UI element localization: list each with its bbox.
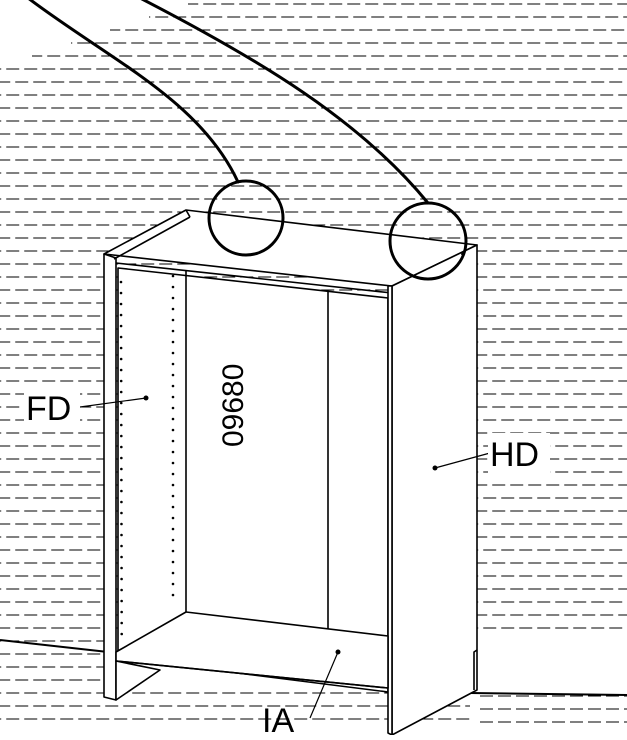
- pin-hole: [171, 274, 175, 278]
- pin-hole: [120, 445, 123, 449]
- pin-hole: [120, 533, 123, 537]
- label-dots: [143, 395, 438, 655]
- pin-hole: [171, 549, 175, 553]
- pin-hole: [120, 632, 124, 636]
- pin-hole: [120, 489, 123, 493]
- detail-circle-left: [207, 179, 285, 257]
- pin-hole: [171, 505, 175, 509]
- detail-leader-lines: [28, 0, 430, 205]
- bookcase-cabinet: [103, 209, 478, 736]
- pin-hole: [171, 285, 175, 289]
- pin-hole: [171, 571, 175, 575]
- pin-hole: [119, 390, 123, 394]
- pin-hole: [120, 555, 123, 559]
- pin-hole: [120, 610, 123, 614]
- pin-hole: [120, 577, 123, 581]
- pin-hole: [119, 280, 123, 284]
- pin-hole: [171, 296, 175, 300]
- pin-hole: [119, 423, 123, 427]
- pin-hole: [119, 357, 123, 361]
- pin-hole: [171, 340, 175, 344]
- pin-hole: [120, 599, 123, 603]
- label-fd: FD: [26, 390, 71, 428]
- bottom-shelf: [115, 611, 389, 689]
- pin-hole: [119, 412, 123, 416]
- pin-hole: [171, 527, 175, 531]
- right-side-panel: [391, 244, 478, 736]
- pin-hole: [171, 384, 175, 388]
- label-ia: IA: [262, 702, 294, 735]
- pin-hole: [171, 593, 175, 597]
- pin-hole: [171, 472, 175, 476]
- pin-hole: [171, 395, 175, 399]
- floor-line: [0, 639, 627, 696]
- pin-hole: [119, 335, 123, 339]
- pin-hole: [171, 318, 175, 322]
- pin-hole: [171, 406, 175, 410]
- label-leaders: [79, 397, 491, 719]
- detail-circle-right: [388, 201, 468, 281]
- pin-hole: [171, 516, 175, 520]
- pin-hole: [171, 560, 175, 564]
- pin-hole: [171, 582, 175, 586]
- pin-hole: [120, 566, 123, 570]
- pin-hole: [119, 346, 123, 350]
- pin-hole: [171, 351, 175, 355]
- left-side-panel: [103, 253, 117, 701]
- pin-hole: [171, 417, 175, 421]
- pin-hole: [120, 500, 123, 504]
- label-hd: HD: [490, 436, 539, 474]
- pin-hole: [119, 291, 123, 295]
- pin-hole: [171, 329, 175, 333]
- pin-hole: [171, 461, 175, 465]
- pin-hole: [171, 373, 175, 377]
- shelf-pin-holes: [119, 274, 175, 636]
- pin-hole: [119, 313, 123, 317]
- pin-hole: [119, 379, 123, 383]
- pin-hole: [120, 456, 123, 460]
- pin-hole: [171, 362, 175, 366]
- pin-hole: [120, 467, 123, 471]
- pin-hole: [120, 511, 123, 515]
- pin-hole: [120, 621, 123, 625]
- panel-code: 09680: [217, 364, 250, 447]
- pin-hole: [171, 450, 175, 454]
- pin-hole: [120, 478, 123, 482]
- pin-hole: [120, 544, 123, 548]
- pin-hole: [119, 368, 123, 372]
- pin-hole: [120, 522, 123, 526]
- pin-hole: [120, 434, 123, 438]
- pin-hole: [171, 428, 175, 432]
- pin-hole: [171, 494, 175, 498]
- pin-hole: [120, 588, 123, 592]
- pin-hole: [119, 324, 123, 328]
- pin-hole: [171, 483, 175, 487]
- pin-hole: [171, 439, 175, 443]
- pin-hole: [119, 302, 123, 306]
- pin-hole: [171, 307, 175, 311]
- pin-hole: [171, 538, 175, 542]
- pin-hole: [119, 401, 123, 405]
